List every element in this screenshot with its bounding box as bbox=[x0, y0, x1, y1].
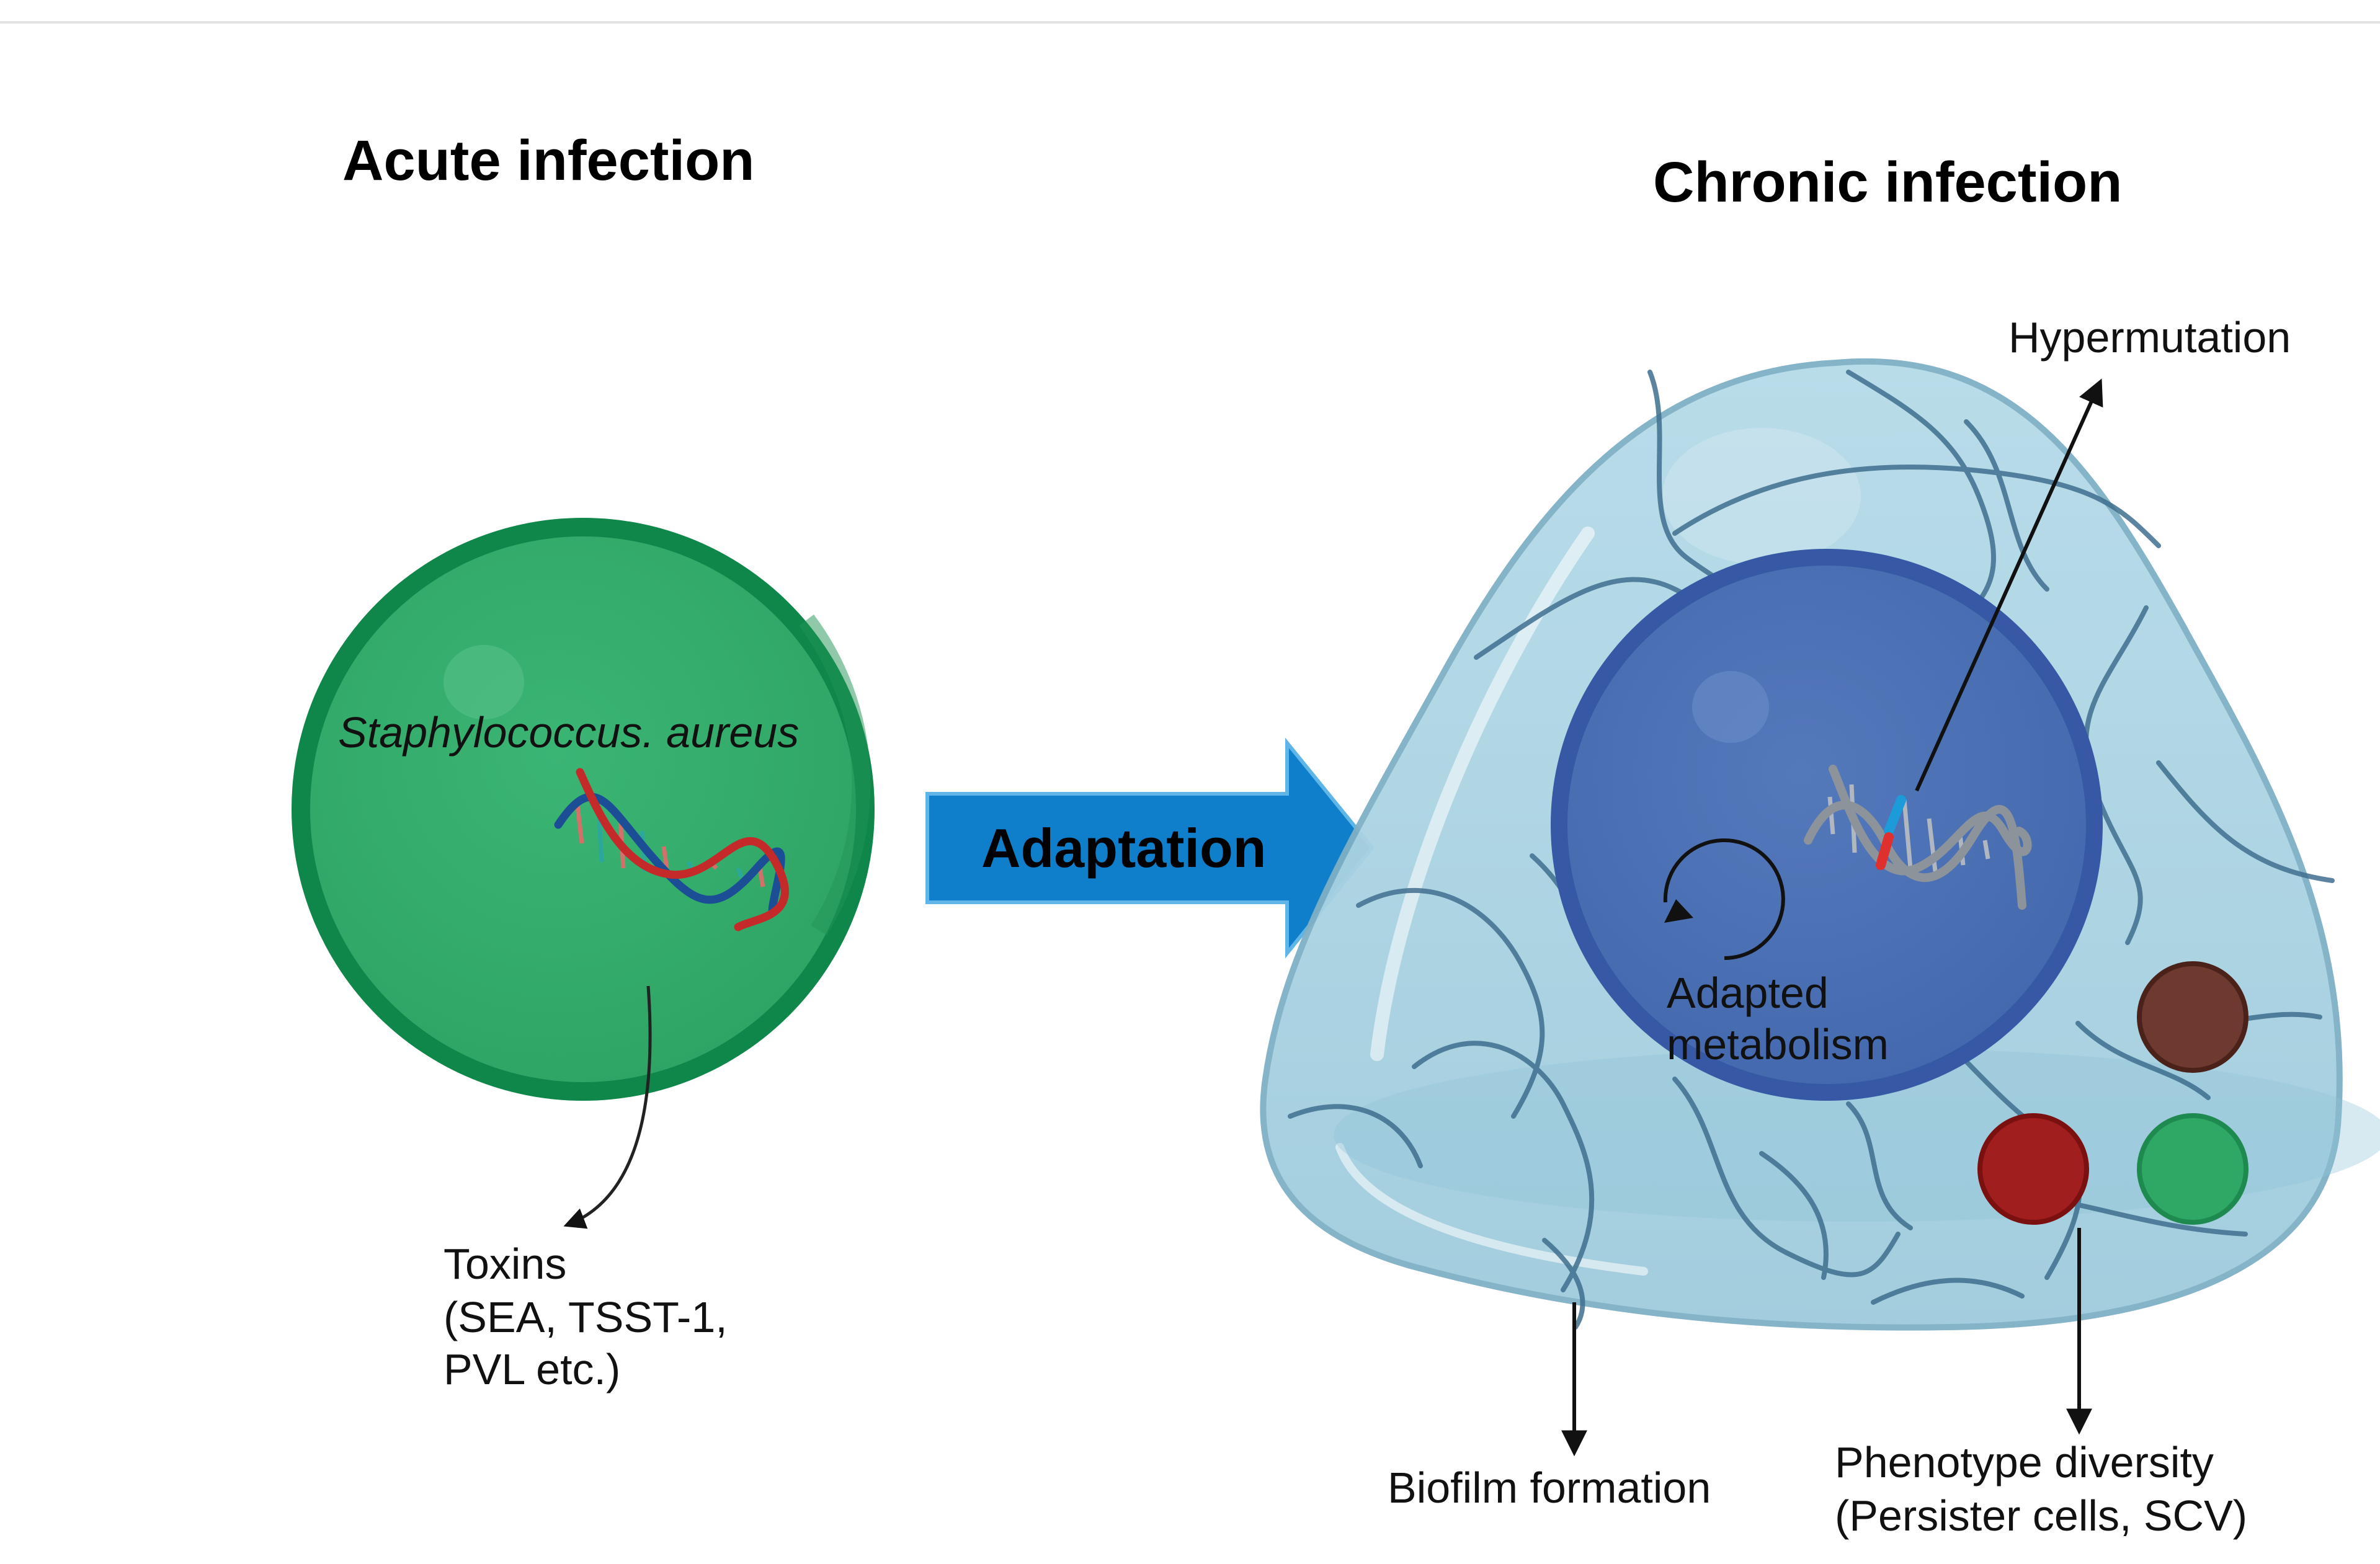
metabolism-cycle-icon bbox=[1663, 838, 1785, 960]
acute-title: Acute infection bbox=[342, 129, 754, 192]
acute-dna-icon bbox=[554, 768, 789, 931]
hypermutation-arrow bbox=[1915, 378, 2103, 792]
persister-cell-brown bbox=[2137, 961, 2249, 1073]
phenotype-label: Phenotype diversity (Persister cells, SC… bbox=[1835, 1438, 2247, 1540]
toxins-arrow bbox=[563, 985, 652, 1229]
acute-cell-body bbox=[310, 536, 856, 1082]
persister-cell-red bbox=[1977, 1113, 2089, 1225]
mutated-dna-icon bbox=[1804, 765, 2032, 910]
adaptation-label: Adaptation bbox=[981, 817, 1267, 879]
chronic-title: Chronic infection bbox=[1653, 151, 2122, 214]
toxins-label: Toxins (SEA, TSST-1, PVL etc.) bbox=[443, 1240, 739, 1393]
acute-cell-highlight bbox=[443, 645, 524, 719]
species-label: Staphylococcus. aureus bbox=[338, 708, 799, 757]
phenotype-cells bbox=[1977, 961, 2249, 1225]
biofilm-label: Biofilm formation bbox=[1388, 1464, 1711, 1512]
biofilm bbox=[1260, 358, 2380, 1331]
chronic-cell-highlight bbox=[1692, 671, 1769, 743]
hypermutation-label: Hypermutation bbox=[2008, 313, 2291, 362]
chronic-cell bbox=[1551, 549, 2103, 1101]
persister-cell-green bbox=[2137, 1113, 2249, 1225]
acute-cell bbox=[292, 518, 875, 1101]
metabolism-label: Adapted metabolism bbox=[1667, 969, 1889, 1069]
